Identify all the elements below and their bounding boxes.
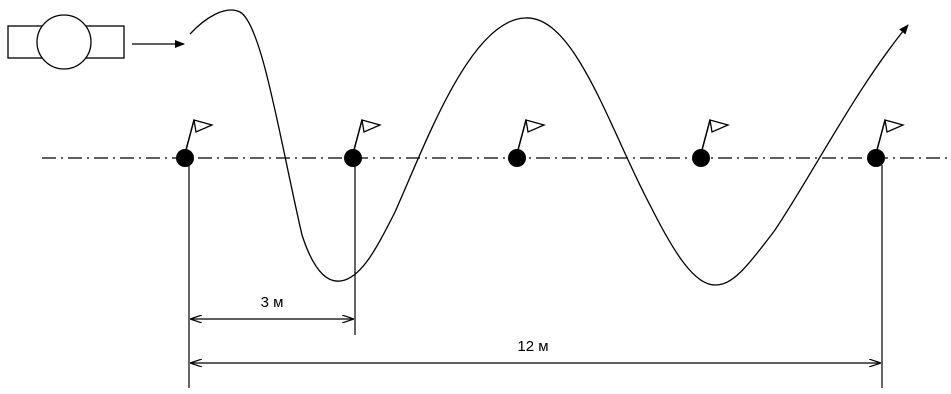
vehicle-icon bbox=[7, 14, 125, 70]
flag-4 bbox=[692, 119, 730, 167]
dimension-label-12m: 12 м bbox=[517, 338, 548, 355]
flag-3 bbox=[508, 119, 546, 167]
slalom-path bbox=[189, 9, 909, 286]
dimension-label-3m: 3 м bbox=[261, 294, 284, 311]
flag-2 bbox=[344, 119, 382, 167]
flag-5 bbox=[867, 119, 905, 167]
flag-1 bbox=[176, 119, 214, 167]
